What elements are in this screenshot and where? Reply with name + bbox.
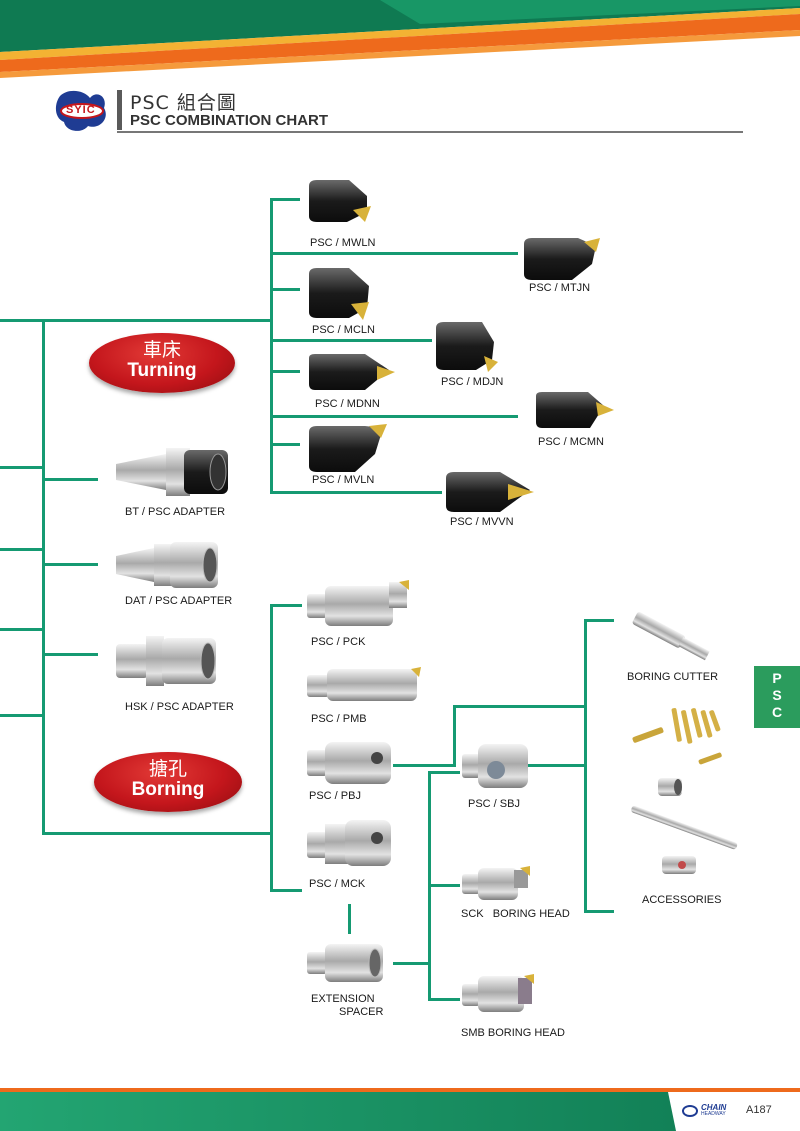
mwln-label: PSC / MWLN xyxy=(310,237,376,249)
extension-spacer-image xyxy=(305,942,385,984)
hsk-adapter-image xyxy=(114,632,218,690)
bt-adapter-label: BT / PSC ADAPTER xyxy=(125,506,226,518)
page-title-cn: PSC 組合圖 xyxy=(130,92,237,114)
smb-tool-image xyxy=(460,974,536,1014)
mck-tool-image xyxy=(305,818,393,868)
accessories-label: ACCESSORIES xyxy=(642,894,722,906)
side-tab-letter: C xyxy=(771,704,783,720)
chain-logo-icon xyxy=(682,1105,698,1117)
pck-tool-image xyxy=(305,580,411,630)
accessory-holder-image xyxy=(660,852,700,878)
mtjn-tool-image xyxy=(520,234,602,282)
mvln-label: PSC / MVLN xyxy=(312,474,375,486)
mvvn-tool-image xyxy=(442,470,534,514)
mdnn-label: PSC / MDNN xyxy=(315,398,380,410)
mcln-tool-image xyxy=(305,264,375,322)
footer-brand-sub: HEADWAY xyxy=(701,1111,726,1117)
boring-label-cn: 搪孔 xyxy=(148,758,187,780)
footer-band xyxy=(0,1088,800,1131)
turning-label-cn: 車床 xyxy=(142,339,181,361)
boring-category-badge: 搪孔 Borning xyxy=(94,752,242,812)
side-tab-letter: P xyxy=(772,670,782,686)
turning-label-en: Turning xyxy=(127,360,197,381)
pck-label: PSC / PCK xyxy=(311,636,366,648)
mtjn-label: PSC / MTJN xyxy=(529,282,591,294)
gold-cutters-image xyxy=(628,702,732,768)
logo-text: SYIC xyxy=(66,104,96,116)
sck-tool-image xyxy=(460,866,532,902)
boring-cutter-image xyxy=(626,612,718,662)
company-logo: SYIC xyxy=(54,86,110,136)
page-number: A187 xyxy=(746,1104,772,1116)
mvln-tool-image xyxy=(305,424,387,474)
bt-adapter-image xyxy=(114,446,232,498)
title-bar-accent xyxy=(117,90,122,130)
sck-label: SCK BORING HEAD xyxy=(461,908,570,920)
header-banner xyxy=(0,0,800,78)
title-underline xyxy=(117,131,743,133)
mdjn-tool-image xyxy=(432,320,500,372)
pmb-label: PSC / PMB xyxy=(311,713,367,725)
psc-side-tab: P S C xyxy=(754,666,800,728)
dat-adapter-image xyxy=(114,540,220,590)
pbj-label: PSC / PBJ xyxy=(309,790,361,802)
boring-cutter-label: BORING CUTTER xyxy=(627,671,719,683)
side-tab-letter: S xyxy=(772,687,782,703)
sleeve-image xyxy=(656,774,686,800)
mvvn-label: PSC / MVVN xyxy=(450,516,514,528)
pbj-tool-image xyxy=(305,740,393,786)
mcln-label: PSC / MCLN xyxy=(312,324,375,336)
mdnn-tool-image xyxy=(305,352,397,392)
mck-label: PSC / MCK xyxy=(309,878,366,890)
turning-category-badge: 車床 Turning xyxy=(89,333,235,393)
footer-brand-logo: CHAIN HEADWAY xyxy=(682,1104,726,1118)
mcmn-label: PSC / MCMN xyxy=(538,436,604,448)
sbj-tool-image xyxy=(460,742,530,790)
pmb-tool-image xyxy=(305,665,423,705)
extension-label-line2: SPACER xyxy=(339,1006,384,1018)
smb-label: SMB BORING HEAD xyxy=(461,1027,565,1039)
mwln-tool-image xyxy=(305,178,373,224)
logo-emblem-icon xyxy=(55,90,106,131)
extension-bar-image xyxy=(626,805,742,850)
boring-label-en: Borning xyxy=(131,779,205,800)
dat-adapter-label: DAT / PSC ADAPTER xyxy=(125,595,233,607)
footer-brand-name: CHAIN xyxy=(701,1103,727,1112)
mcmn-tool-image xyxy=(532,390,616,430)
hsk-adapter-label: HSK / PSC ADAPTER xyxy=(125,701,234,713)
sbj-label: PSC / SBJ xyxy=(468,798,520,810)
page-title-en: PSC COMBINATION CHART xyxy=(130,112,329,129)
mdjn-label: PSC / MDJN xyxy=(441,376,504,388)
extension-label-line1: EXTENSION xyxy=(311,993,375,1005)
